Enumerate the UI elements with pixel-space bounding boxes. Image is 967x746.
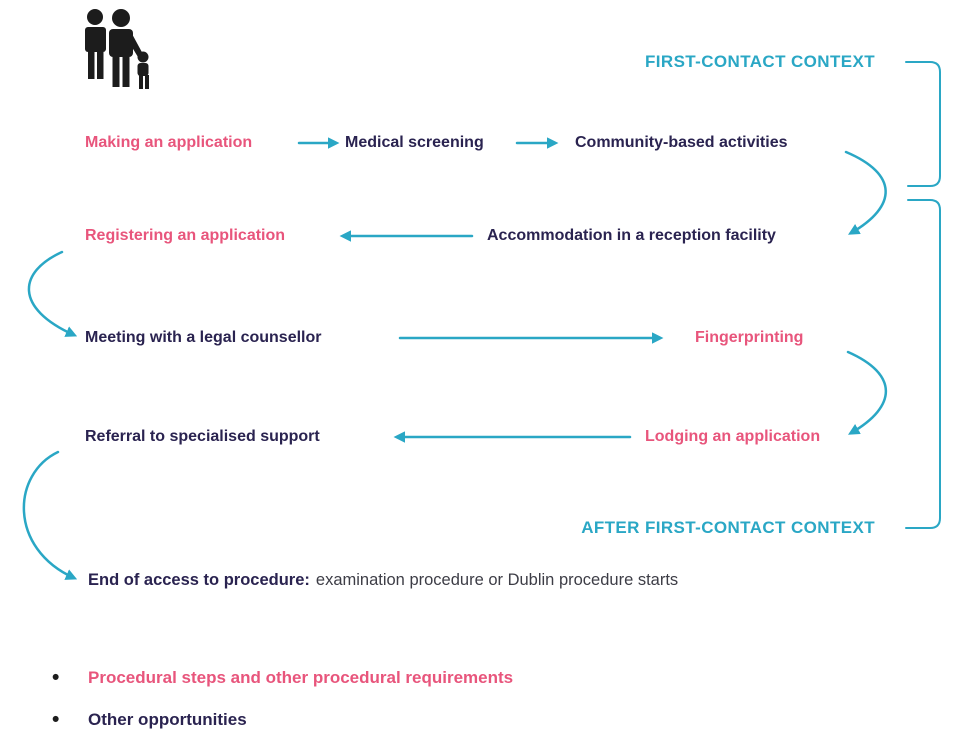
step-community-based-activities: Community-based activities <box>575 134 788 151</box>
step-lodging-an-application: Lodging an application <box>645 428 821 445</box>
end-of-access-description: examination procedure or Dublin procedur… <box>315 571 679 589</box>
arrow-fingerprinting-to-lodging <box>846 350 888 435</box>
arrow-registering-to-meeting <box>27 250 78 337</box>
legend-other-opportunities-label: Other opportunities <box>88 710 247 729</box>
step-meeting-legal-counsellor: Meeting with a legal counsellor <box>85 329 322 346</box>
step-fingerprinting: Fingerprinting <box>695 329 804 346</box>
bullet-icon: • <box>52 666 60 689</box>
end-of-access-row: End of access to procedure: examination p… <box>88 570 678 591</box>
after-first-contact-bracket <box>905 199 941 529</box>
end-of-access-label: End of access to procedure: <box>88 571 310 589</box>
after-first-contact-context-label: AFTER FIRST-CONTACT CONTEXT <box>581 518 875 537</box>
step-registering-an-application: Registering an application <box>85 227 286 244</box>
first-contact-context-label: FIRST-CONTACT CONTEXT <box>644 52 875 71</box>
step-making-an-application: Making an application <box>85 134 253 151</box>
family-icon <box>76 8 154 97</box>
first-contact-bracket <box>905 61 941 187</box>
legend-procedural-steps-label: Procedural steps and other procedural re… <box>88 668 514 687</box>
step-accommodation-reception-facility: Accommodation in a reception facility <box>487 227 776 244</box>
family-icon-graphic <box>85 9 149 89</box>
bullet-icon: • <box>52 708 60 731</box>
step-medical-screening: Medical screening <box>345 134 484 151</box>
step-referral-specialised-support: Referral to specialised support <box>85 428 320 445</box>
arrow-community-to-accommodation <box>844 150 887 235</box>
arrow-referral-to-end <box>22 450 78 580</box>
